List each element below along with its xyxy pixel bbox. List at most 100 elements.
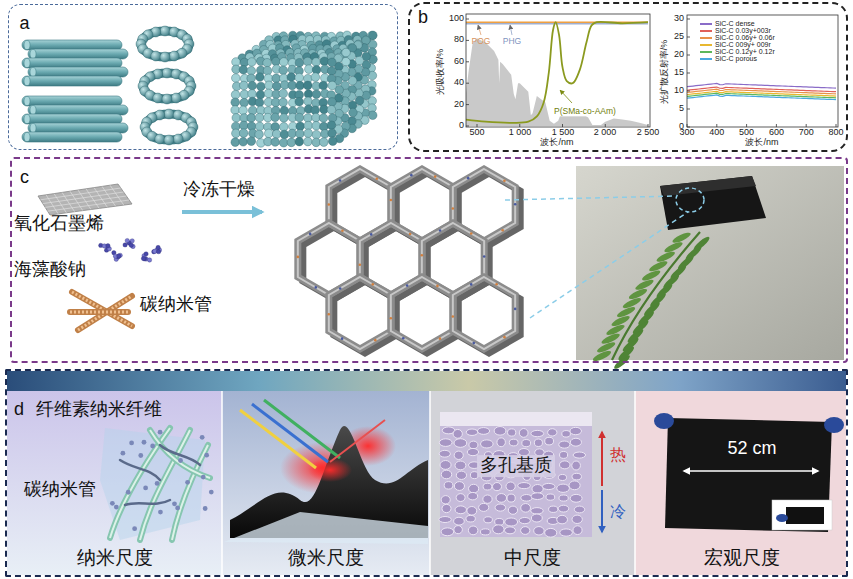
material-art-part bbox=[156, 245, 160, 249]
nanostructure-art-part bbox=[255, 98, 264, 107]
subpanel: 纤维素纳米纤维碳纳米管纳米尺度 bbox=[7, 391, 222, 575]
nanostructure-art-part bbox=[296, 129, 305, 138]
nanostructure-art-part bbox=[272, 82, 281, 91]
multiscale-art-part bbox=[558, 505, 568, 512]
nanostructure-art-part bbox=[304, 129, 313, 138]
nanostructure-art-part bbox=[239, 65, 248, 74]
scale-caption: 中尺度 bbox=[504, 548, 561, 569]
material-art-part bbox=[530, 212, 688, 318]
material-art-part bbox=[472, 342, 475, 345]
nanostructure-art-part bbox=[160, 26, 170, 36]
material-art-part bbox=[391, 277, 453, 349]
nanostructure-art-part bbox=[247, 58, 256, 67]
multiscale-art-part bbox=[665, 418, 832, 532]
nanostructure-art-part bbox=[312, 121, 321, 130]
nanostructure-art-part bbox=[312, 90, 321, 99]
multiscale-art-part bbox=[483, 483, 492, 490]
multiscale-art-part bbox=[439, 517, 451, 523]
multiscale-art-part bbox=[522, 440, 531, 447]
multiscale-art-part bbox=[240, 410, 316, 468]
nanostructure-art-part bbox=[240, 98, 249, 107]
nanostructure-art-part bbox=[22, 114, 122, 124]
material-art-part bbox=[660, 176, 766, 230]
chart-art-part bbox=[687, 15, 838, 127]
material-art-part bbox=[390, 199, 393, 202]
multiscale-art-part bbox=[441, 470, 452, 479]
multiscale-art-part bbox=[573, 452, 585, 458]
nanostructure-art-part bbox=[256, 90, 265, 99]
multiscale-art-part bbox=[505, 527, 516, 534]
multiscale-art-part bbox=[158, 430, 163, 435]
nanostructure-art-part bbox=[28, 67, 128, 77]
multiscale-art-part bbox=[480, 529, 490, 535]
legend-entry: SiC-C porous bbox=[700, 55, 757, 62]
multiscale-art-part bbox=[150, 430, 210, 478]
chart-art-part-part bbox=[687, 95, 836, 100]
scale-caption: 纳米尺度 bbox=[77, 548, 153, 569]
nanostructure-art-part bbox=[311, 73, 320, 82]
chart-art-part bbox=[560, 90, 572, 103]
multiscale-art-part bbox=[466, 429, 478, 435]
multiscale-art-part bbox=[441, 496, 450, 504]
multiscale-art-part bbox=[635, 391, 846, 575]
multiscale-art-part bbox=[776, 514, 788, 522]
panel-letter: a bbox=[20, 14, 30, 34]
chart-art-part bbox=[478, 25, 481, 35]
material-art-part bbox=[410, 174, 413, 177]
material-art-part bbox=[371, 283, 374, 286]
multiscale-art-part bbox=[203, 506, 208, 511]
multiscale-art-part bbox=[573, 526, 582, 535]
material-art-part bbox=[453, 277, 515, 349]
nanostructure-art-part bbox=[264, 89, 273, 98]
chart-art-part bbox=[836, 124, 837, 127]
chart-art-part-part bbox=[466, 22, 648, 123]
nanostructure-art-part bbox=[22, 96, 122, 106]
material-art-part bbox=[182, 210, 262, 214]
material-art-part bbox=[406, 284, 409, 287]
nanostructure-art-part bbox=[279, 58, 288, 67]
nanostructure-art-part bbox=[265, 81, 274, 90]
multiscale-art-part bbox=[125, 500, 170, 505]
tick-label: 25 bbox=[674, 32, 684, 42]
nanostructure-art-part bbox=[319, 114, 328, 123]
chart-art-part bbox=[605, 124, 606, 127]
multiscale-art-part bbox=[252, 404, 328, 462]
material-art-part bbox=[141, 256, 145, 260]
multiscale-art-part bbox=[493, 525, 504, 534]
multiscale-art-part bbox=[454, 451, 463, 459]
nanostructure-art-part bbox=[30, 105, 36, 114]
material-art-part bbox=[660, 176, 756, 196]
material-art-part bbox=[390, 317, 393, 320]
multiscale-art-part bbox=[479, 503, 489, 511]
nanostructure-art-part bbox=[279, 66, 288, 75]
legend-swatch bbox=[700, 51, 712, 53]
multiscale-art-part bbox=[484, 517, 493, 523]
tick-label: 5 bbox=[679, 104, 684, 114]
material-art-part bbox=[514, 308, 517, 311]
multiscale-art-part bbox=[508, 429, 516, 436]
material-art-part bbox=[117, 254, 121, 258]
multiscale-art-part bbox=[572, 473, 581, 480]
multiscale-art-part bbox=[557, 484, 570, 492]
multiscale-art-part bbox=[185, 480, 190, 485]
multiscale-art-part bbox=[224, 512, 428, 544]
nanostructure-art-part bbox=[349, 108, 358, 117]
multiscale-art-part bbox=[534, 439, 542, 447]
multiscale-art-part bbox=[467, 507, 477, 516]
nanostructure-art-part bbox=[272, 130, 281, 139]
nanostructure-art-part bbox=[263, 58, 272, 67]
nanostructure-art-part bbox=[257, 82, 266, 91]
chart-art-part bbox=[776, 124, 777, 127]
material-art-part bbox=[470, 232, 473, 235]
series-label: PHG bbox=[503, 37, 521, 46]
component-label: 多孔基质 bbox=[477, 455, 555, 477]
multiscale-art-part bbox=[562, 431, 571, 438]
material-art-part bbox=[483, 255, 486, 258]
nanostructure-art-part bbox=[303, 57, 312, 66]
multiscale-art-part bbox=[508, 506, 517, 514]
chart-art-part bbox=[562, 124, 563, 127]
nanostructure-art-part bbox=[280, 130, 289, 139]
multiscale-art-part bbox=[601, 432, 603, 486]
material-art-part bbox=[391, 277, 453, 349]
